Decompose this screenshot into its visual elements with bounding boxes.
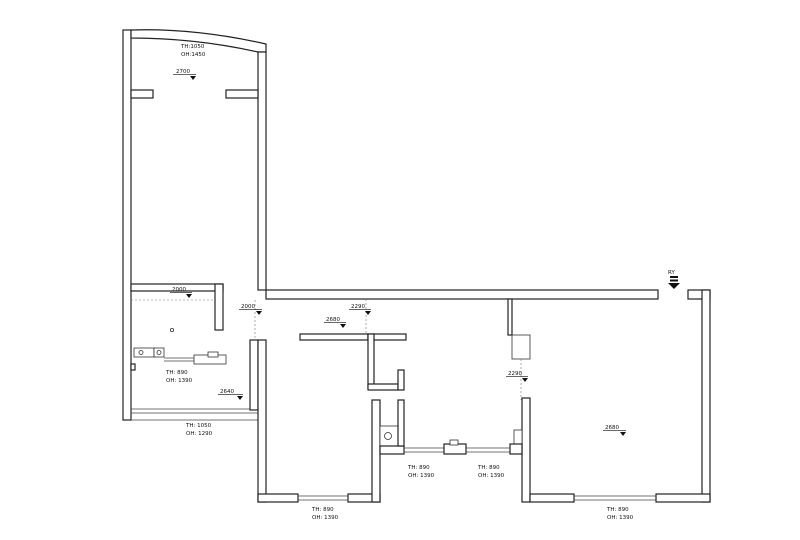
light-point [169,327,174,332]
entry-arrow [668,283,680,289]
bath-toilet-bowl [384,432,392,440]
right-room-corner [509,443,523,455]
mid-right-oh: OH: 1390 [478,473,505,479]
entry-label: RY [668,270,675,276]
room-bottom-oh: OH: 1390 [312,515,339,521]
ceiling-corridor-marker [256,311,262,315]
middle-bottom-wall-left [257,493,299,503]
right-room-bottom-left [529,493,575,503]
top-connector-wall [265,289,659,300]
entry-marker [668,276,680,289]
kitchen-divider-bottom [367,383,399,391]
ceiling-top-marker [190,76,196,80]
labels: TH:1050 OH:1450 2700 2000 2000 2290 2680… [165,44,675,521]
mid-right-th: TH: 890 [477,465,500,471]
entry-bar-1 [670,276,678,278]
ceiling-mid-left-label: 2000 [172,287,186,293]
bath-right-wall [397,399,405,447]
ceiling-corridor-b-label: 2290 [351,304,365,310]
kitchen-counter-wall [299,333,369,341]
ceiling-right-a-label: 2290 [508,371,522,377]
bath-counter [443,443,467,455]
ceiling-top-label: 2700 [176,69,190,75]
wall-stub-left [130,89,154,99]
mid-bottom-th: TH: 890 [407,465,430,471]
ceiling-kitchen-label: 2680 [326,317,340,323]
top-window-oh: OH:1450 [181,52,206,58]
middle-room [257,299,407,503]
basin-circle-1 [138,350,144,355]
right-room-left-wall-low [521,397,531,503]
ceiling-right-a-marker [522,378,528,382]
mid-bottom-oh: OH: 1390 [408,473,435,479]
basin-circle-2 [156,350,162,355]
mid-left-wall-drop [214,283,224,331]
lower-left-right-wall [249,339,259,411]
wall-stub-right [225,89,259,99]
counter-tap [207,351,219,358]
right-bottom-oh: OH: 1390 [607,515,634,521]
right-room-bottom-right [655,493,711,503]
top-window-th: TH:1050 [180,44,205,50]
small-jamb [130,363,136,371]
right-room-column [511,334,531,360]
right-outer-wall [701,289,711,503]
left-lower-th: TH: 890 [165,370,188,376]
bathroom [379,399,510,455]
ceiling-corridor-label: 2000 [241,304,255,310]
middle-left-wall [257,339,267,503]
kitchen-divider-stub [397,369,405,391]
ceiling-corridor-b-marker [365,311,371,315]
washbasin-fixture [133,347,155,358]
right-room-fixture [513,429,523,445]
left-wing-right-wall [257,51,267,291]
left-outer-wall [122,29,132,421]
entry-bar-2 [670,279,678,282]
kitchen-divider [367,333,375,389]
room-bottom-th: TH: 890 [311,507,334,513]
right-room [507,298,711,503]
ceiling-right-room-marker [620,432,626,436]
ceiling-kitchen-marker [340,324,346,328]
right-bottom-th: TH: 890 [606,507,629,513]
left-lower-oh: OH: 1390 [166,378,193,384]
ceiling-left-bottom-marker [237,396,243,400]
middle-right-wall [371,399,381,503]
ceiling-right-room-label: 2680 [605,425,619,431]
connector-walls [265,289,711,503]
ceiling-mid-left-marker [186,294,192,298]
left-bottom-oh: OH: 1290 [186,431,213,437]
bath-bottom-wall [379,445,405,455]
left-bottom-th: TH: 1050 [185,423,212,429]
bath-tap [449,439,459,446]
ceiling-left-bottom-label: 2640 [220,389,234,395]
right-room-left-wall-top [507,298,513,336]
left-wing-walls [122,29,267,421]
